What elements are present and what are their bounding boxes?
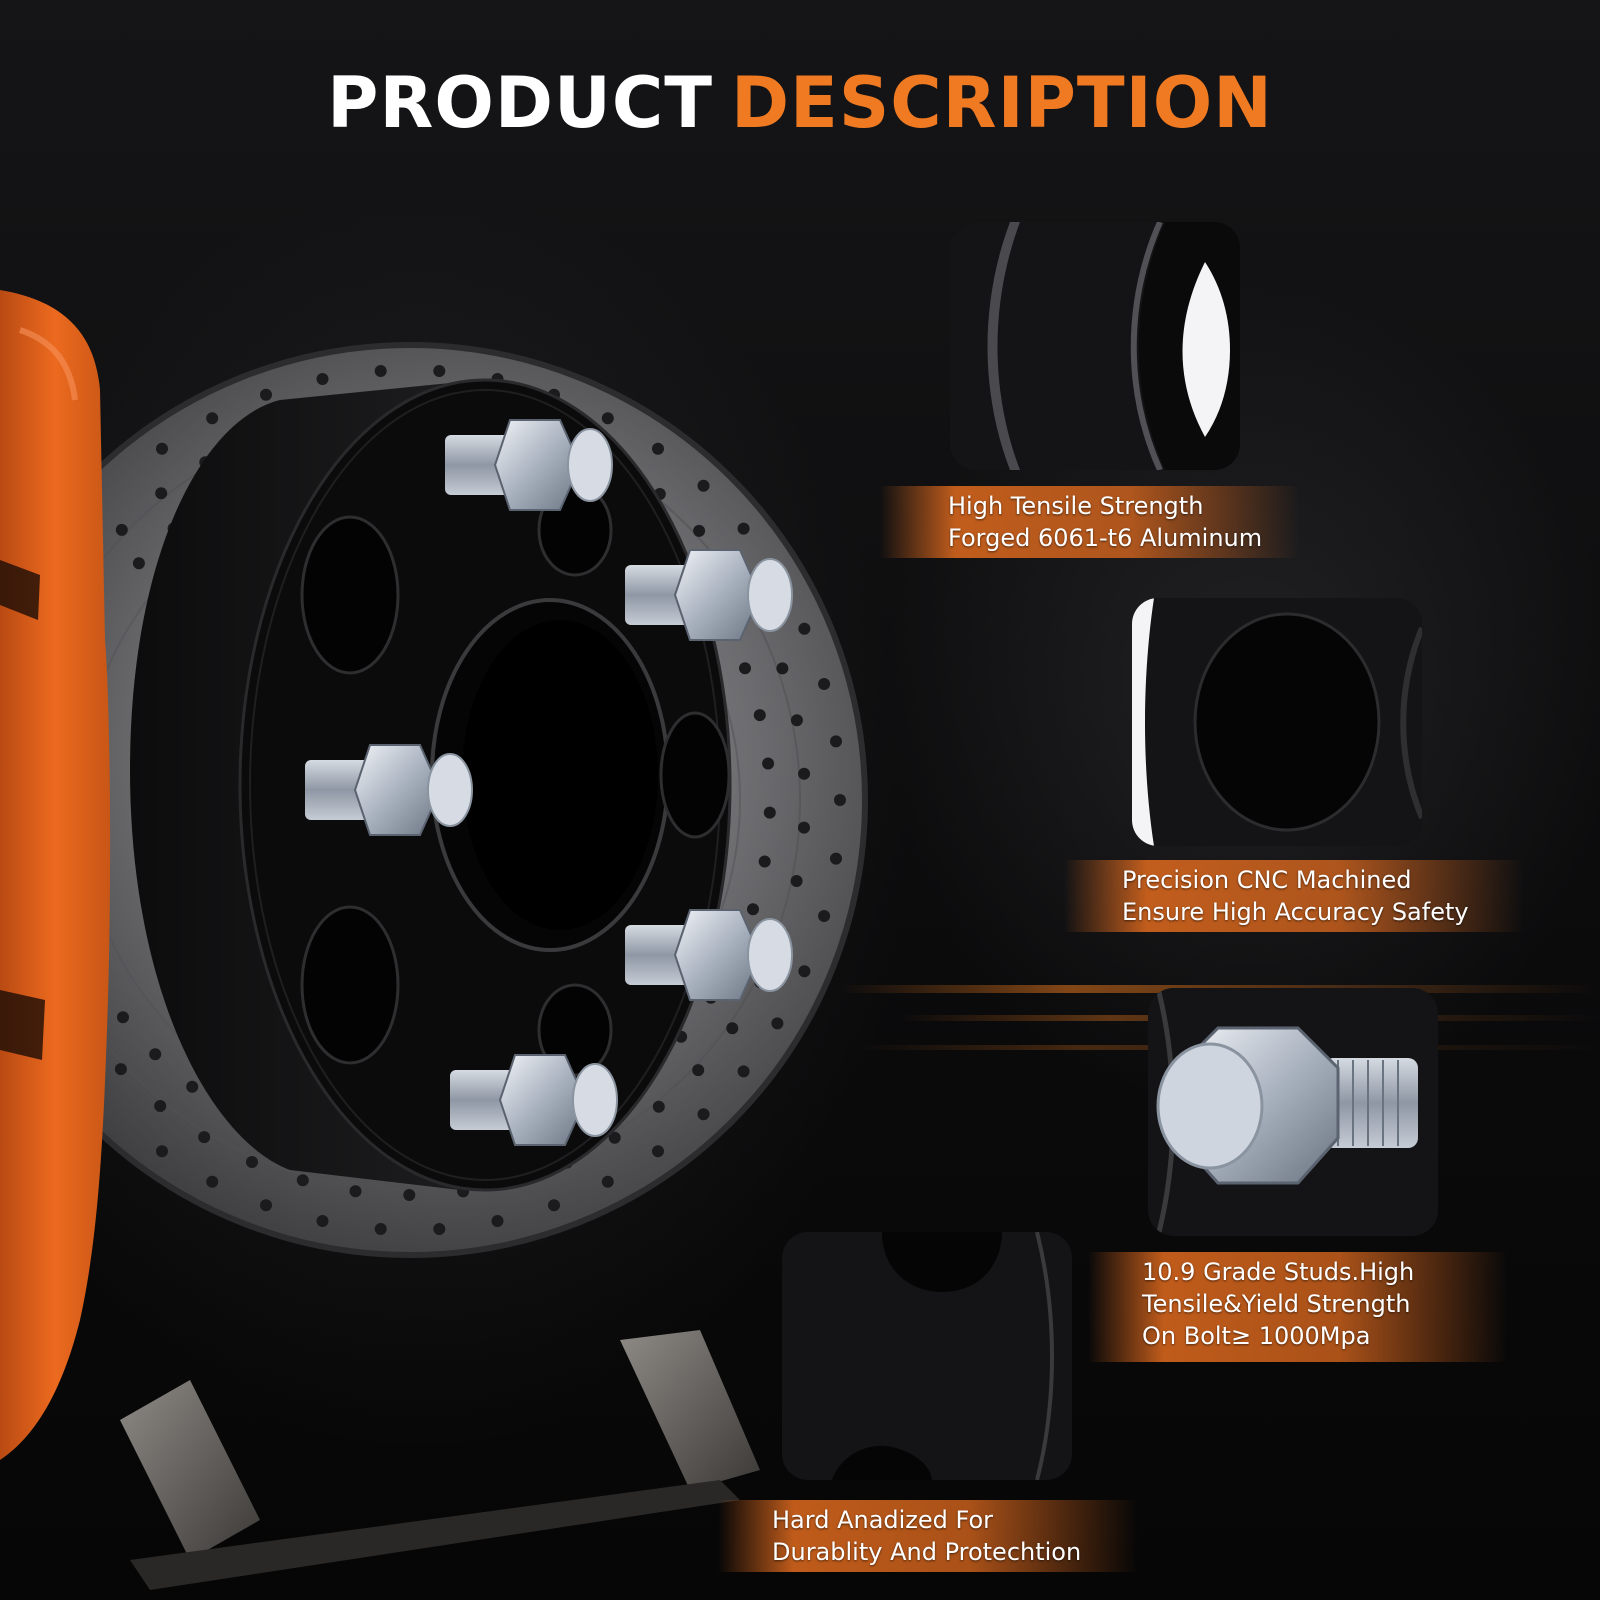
feature-caption-4: Hard Anadized For Durablity And Protecht… [772,1500,1081,1572]
lug-nut [445,419,613,511]
lug-nut-closeup-icon [1148,988,1438,1236]
feature-band-2 [1064,860,1524,932]
drill-hole [652,1145,664,1158]
drill-hole [491,1215,504,1227]
drill-hole [818,910,831,922]
drill-hole [771,1017,784,1030]
feature-caption-3: 10.9 Grade Studs.High Tensile&Yield Stre… [1142,1252,1414,1356]
drill-hole [374,1223,387,1235]
drill-hole [156,1145,168,1158]
drill-hole [697,479,710,492]
feature-3-line-1: 10.9 Grade Studs.High [1142,1258,1415,1286]
feature-1-line-1: High Tensile Strength [948,492,1204,520]
drill-hole [433,365,446,377]
drill-hole [798,965,811,978]
drill-hole [737,522,750,535]
feature-caption-2: Precision CNC Machined Ensure High Accur… [1122,860,1469,932]
drill-hole [697,1108,710,1121]
drill-hole [798,821,810,834]
drill-hole [834,794,846,806]
drill-hole [790,875,803,887]
drill-hole [548,1199,560,1212]
drill-hole [798,767,811,780]
surface-closeup-icon [782,1232,1072,1480]
drill-hole [830,852,842,865]
drill-hole [739,662,751,675]
drill-hole [763,806,776,819]
drill-hole [818,678,831,690]
drill-hole [403,1189,416,1201]
drill-hole [155,487,168,500]
feature-3-line-3: On Bolt≥ 1000Mpa [1142,1322,1371,1350]
drill-hole [296,1174,309,1187]
lug-nut [625,549,793,641]
lug-nut [625,909,793,1001]
feature-band-4 [718,1500,1138,1572]
drill-hole [830,735,842,748]
drill-hole [154,1100,167,1112]
drill-hole [115,523,128,536]
feature-4-line-1: Hard Anadized For [772,1506,994,1534]
rotor-stand [120,1330,760,1590]
lug-nut [450,1054,618,1146]
spacer-edge-closeup-icon [950,222,1240,470]
drill-hole [374,365,387,377]
drill-hole [114,1063,127,1076]
drill-hole [260,388,272,401]
drill-hole [260,1199,272,1212]
drill-hole [601,412,614,425]
drill-hole [149,1048,162,1061]
drill-hole [601,1175,614,1188]
drill-hole [737,1065,750,1078]
drill-hole [198,1131,211,1144]
headline-white-word: PRODUCT [327,62,713,144]
drill-hole [433,1223,446,1235]
feature-photo-lug-nut [1148,988,1438,1236]
bore-hole-closeup-icon [1132,598,1422,846]
drill-hole [693,524,706,537]
feature-4-line-2: Durablity And Protechtion [772,1538,1082,1566]
drill-hole [316,373,329,385]
feature-1-line-2: Forged 6061-t6 Aluminum [948,524,1263,552]
drill-hole [726,1022,739,1035]
drill-hole [349,1185,362,1198]
feature-band-3 [1088,1252,1508,1362]
drill-hole [753,709,766,722]
drill-hole [652,442,664,455]
drill-hole [186,1080,199,1093]
feature-photo-spacer-edge [950,222,1240,470]
drill-hole [692,1064,705,1077]
feature-band-1 [880,486,1300,558]
studs-and-lug-nuts [305,419,793,1146]
drill-hole [206,412,219,425]
feature-photo-surface [782,1232,1072,1480]
feature-2-line-1: Precision CNC Machined [1122,866,1412,894]
drill-hole [747,903,759,916]
brake-caliper [0,290,111,1460]
drill-hole [776,662,789,675]
drill-hole [798,622,811,635]
drill-hole [316,1215,329,1227]
feature-3-line-2: Tensile&Yield Strength [1142,1290,1411,1318]
drill-hole [608,1131,621,1144]
drill-hole [246,1156,258,1168]
feature-2-line-2: Ensure High Accuracy Safety [1122,898,1469,926]
feature-photo-bore-hole [1132,598,1422,846]
drill-hole [758,855,771,868]
drill-hole [117,1011,129,1024]
headline-accent-word: DESCRIPTION [730,62,1273,144]
drill-hole [652,1100,665,1113]
drill-hole [156,442,168,455]
feature-caption-1: High Tensile Strength Forged 6061-t6 Alu… [948,486,1262,558]
drill-hole [206,1175,219,1188]
drill-hole [762,757,775,770]
drill-hole [132,557,145,570]
drill-hole [790,714,803,727]
lug-nut [305,744,473,836]
